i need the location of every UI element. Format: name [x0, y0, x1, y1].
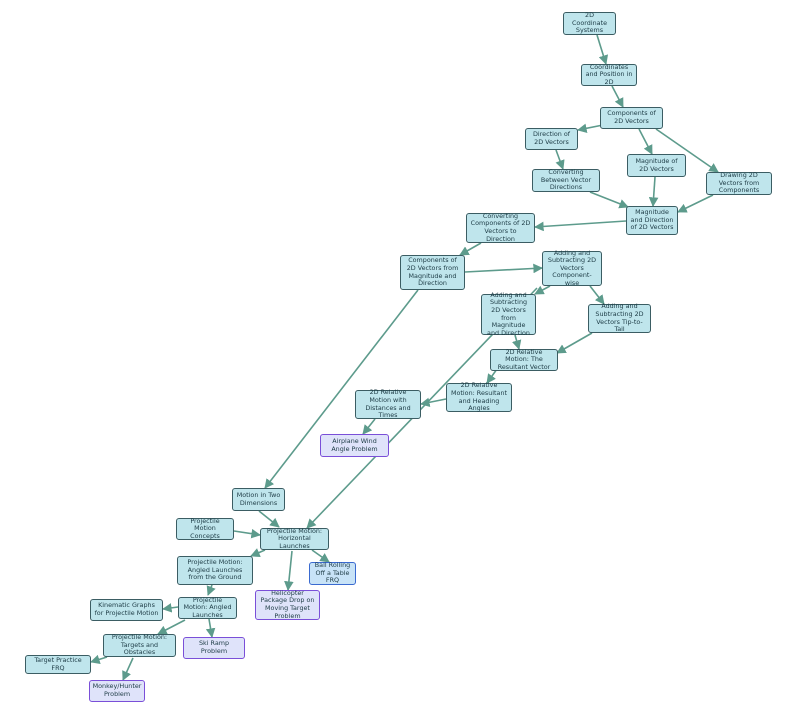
edge	[512, 334, 522, 350]
edge	[90, 654, 108, 665]
concept-node[interactable]: Components of 2D Vectors from Magnitude …	[400, 255, 465, 290]
edge	[464, 263, 543, 274]
edge	[250, 548, 266, 558]
edge	[258, 510, 280, 528]
edge	[459, 242, 482, 256]
edge	[362, 418, 376, 435]
edge	[556, 332, 593, 354]
concept-node[interactable]: Adding and Subtracting 2D Vectors Tip-to…	[588, 303, 651, 333]
problem-node[interactable]: Ski Ramp Problem	[183, 637, 245, 659]
edge	[638, 128, 653, 155]
edge	[206, 584, 216, 596]
edge	[648, 176, 659, 207]
concept-node[interactable]: Motion in Two Dimensions	[232, 488, 285, 511]
edge	[264, 289, 419, 489]
edge	[589, 191, 629, 209]
edge	[157, 619, 186, 635]
edge	[677, 194, 714, 213]
concept-node[interactable]: Projectile Motion: Angled Launches	[178, 596, 237, 619]
edge	[205, 618, 216, 638]
problem-node[interactable]: Monkey/Hunter Problem	[89, 680, 145, 702]
concept-node[interactable]: Converting Components of 2D Vectors to D…	[466, 212, 535, 243]
edge	[311, 549, 330, 563]
edge	[162, 603, 179, 613]
concept-node[interactable]: Projectile Motion: Targets and Obstacles	[103, 633, 176, 657]
problem-node[interactable]: Helicopter Package Drop on Moving Target…	[255, 589, 320, 620]
concept-node[interactable]: Magnitude and Direction of 2D Vectors	[626, 206, 678, 235]
concept-node[interactable]: Components of 2D Vectors	[600, 107, 663, 129]
concept-node[interactable]: Coordinates and Position in 2D	[581, 63, 637, 86]
problem-node[interactable]: Ball Rolling Off a Table FRQ	[309, 561, 356, 585]
problem-node[interactable]: Airplane Wind Angle Problem	[320, 434, 389, 457]
concept-node[interactable]: Direction of 2D Vectors	[525, 128, 578, 150]
concept-node[interactable]: Converting Between Vector Directions	[532, 168, 600, 192]
edge	[122, 657, 134, 681]
edge	[420, 397, 447, 408]
edge	[655, 128, 719, 173]
edge	[534, 285, 551, 295]
edge	[611, 85, 624, 108]
edge	[555, 149, 565, 170]
edge	[577, 123, 604, 134]
concept-node[interactable]: Adding and Subtracting 2D Vectors Compon…	[542, 249, 602, 287]
concept-node[interactable]: 2D Relative Motion: The Resultant Vector	[490, 348, 558, 371]
concept-node[interactable]: Adding and Subtracting 2D Vectors from M…	[481, 291, 536, 336]
edge	[233, 528, 261, 539]
concept-node[interactable]: Projectile Motion: Horizontal Launches	[260, 527, 329, 550]
edge	[589, 285, 605, 305]
edge	[284, 550, 294, 591]
concept-node[interactable]: 2D Coordinate Systems	[563, 11, 616, 35]
concept-node[interactable]: Kinematic Graphs for Projectile Motion	[90, 599, 163, 621]
concept-node[interactable]: 2D Relative Motion: Resultant and Headin…	[446, 382, 512, 412]
concept-node[interactable]: 2D Relative Motion with Distances and Ti…	[355, 389, 421, 419]
concept-node[interactable]: Projectile Motion Concepts	[176, 517, 234, 540]
concept-node[interactable]: Drawing 2D Vectors from Components	[706, 171, 772, 195]
concept-node[interactable]: Projectile Motion: Angled Launches from …	[177, 556, 253, 585]
edge	[534, 220, 627, 232]
edge	[486, 368, 498, 384]
edge	[596, 34, 609, 65]
concept-node[interactable]: Magnitude of 2D Vectors	[627, 154, 686, 177]
concept-node[interactable]: Target Practice FRQ	[25, 655, 91, 674]
